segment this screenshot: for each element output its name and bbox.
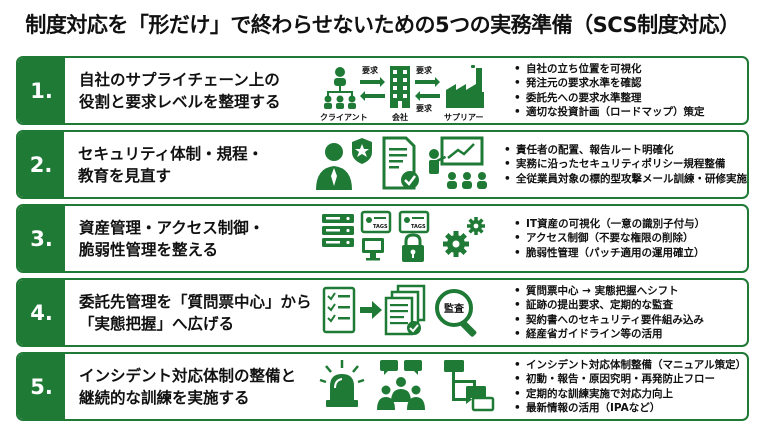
step-illustration: クライアント 要求 会社 要求 — [318, 58, 508, 123]
step-illustration: TAGS TAGS — [318, 206, 508, 271]
step-illustration: 監査 — [318, 280, 508, 345]
team-discussion-icon — [377, 360, 425, 410]
checklist-icon — [322, 286, 356, 334]
asset-tag-icon: TAGS — [398, 210, 430, 234]
gear-icon — [443, 217, 485, 257]
company-building-icon — [390, 66, 410, 108]
step-number: 1. — [18, 58, 65, 123]
arrow-icon — [415, 77, 440, 101]
step-number: 3. — [18, 206, 65, 271]
asset-tag-icon: TAGS — [360, 210, 392, 234]
documents-icon — [384, 284, 426, 336]
step-bullets: IT資産の可視化（一意の識別子付与） アクセス制御（不要な権限の削除） 脆弱性管… — [508, 206, 747, 271]
bullet-item: 最新情報の活用（IPAなど） — [514, 401, 747, 416]
bullet-item: インシデント対応体制整備（マニュアル策定） — [514, 358, 747, 373]
bullet-item: 契約書へのセキュリティ要件組み込み — [514, 313, 747, 328]
monitor-icon — [362, 238, 384, 261]
audit-label: 監査 — [444, 302, 465, 315]
step-number: 4. — [18, 280, 65, 345]
step-card-2: 2. セキュリティ体制・規程・ 教育を見直す — [16, 130, 749, 199]
step-heading-line-1: インシデント対応体制の整備と — [79, 366, 297, 385]
step-heading: 委託先管理を「質問票中心」から 「実態把握」へ広げる — [65, 280, 318, 345]
policy-document-icon — [382, 136, 419, 190]
company-label: 会社 — [392, 112, 408, 122]
step-bullets: 責任者の配置、報告ルート明確化 実務に沿ったセキュリティポリシー規程整備 全従業… — [498, 132, 747, 197]
bullet-item: 委託先への要求水準整理 — [514, 91, 747, 106]
supplier-label: サプリアー — [444, 112, 484, 122]
arrow-icon — [360, 301, 382, 319]
step-bullets: インシデント対応体制整備（マニュアル策定） 初動・報告・原因究明・再発防止フロー… — [508, 354, 747, 419]
step-heading-line-1: 委託先管理を「質問票中心」から — [79, 292, 312, 311]
alarm-light-icon — [319, 360, 365, 407]
step-card-5: 5. インシデント対応体制の整備と 継続的な訓練を実施する — [16, 352, 749, 421]
bullet-item: アクセス制御（不要な権限の削除） — [514, 231, 747, 246]
step-bullets: 自社の立ち位置を可視化 発注元の要求水準を確認 委託先への要求水準整理 適切な投… — [508, 58, 747, 123]
step-heading-line-2: 継続的な訓練を実施する — [79, 388, 250, 407]
step-bullets: 質問票中心 → 実態把握へシフト 証跡の提出要求、定期的な監査 契約書へのセキュ… — [508, 280, 747, 345]
step-heading-line-1: 資産管理・アクセス制御・ — [79, 218, 265, 237]
request-label-left: 要求 — [362, 65, 379, 75]
step-card-1: 1. 自社のサプライチェーン上の 役割と要求レベルを整理する クライアント — [16, 56, 749, 125]
client-group-icon — [324, 67, 356, 109]
bullet-item: 脆弱性管理（パッチ適用の運用確立） — [514, 246, 747, 261]
training-presentation-icon — [429, 136, 487, 189]
flowchart-icon — [444, 360, 495, 412]
bullet-item: 証跡の提出要求、定期的な監査 — [514, 298, 747, 313]
step-heading-line-1: セキュリティ体制・規程・ — [78, 144, 264, 163]
arrow-icon — [360, 77, 385, 101]
bullet-item: 適切な投資計画（ロードマップ）策定 — [514, 105, 747, 120]
step-heading-line-2: 脆弱性管理を整える — [79, 240, 219, 259]
bullet-item: 定期的な訓練実施で対応力向上 — [514, 387, 747, 402]
step-illustration — [318, 354, 508, 419]
step-heading-line-2: 「実態把握」へ広げる — [79, 314, 235, 333]
bullet-item: 質問票中心 → 実態把握へシフト — [514, 284, 747, 299]
tag-label: TAGS — [373, 224, 388, 230]
step-heading: 自社のサプライチェーン上の 役割と要求レベルを整理する — [65, 58, 318, 123]
step-number: 5. — [18, 354, 65, 419]
server-icon — [322, 214, 354, 247]
step-card-3: 3. 資産管理・アクセス制御・ 脆弱性管理を整える TAGS — [16, 204, 749, 273]
step-heading: セキュリティ体制・規程・ 教育を見直す — [64, 132, 312, 197]
bullet-item: 自社の立ち位置を可視化 — [514, 62, 747, 77]
step-illustration — [312, 132, 498, 197]
bullet-item: 初動・報告・原因究明・再発防止フロー — [514, 372, 747, 387]
bullet-item: 発注元の要求水準を確認 — [514, 76, 747, 91]
request-label-right-bottom: 要求 — [416, 103, 433, 113]
step-heading-line-2: 教育を見直す — [78, 166, 172, 185]
bullet-item: 実務に沿ったセキュリティポリシー規程整備 — [504, 157, 747, 172]
audit-magnifier-icon: 監査 — [435, 289, 477, 337]
step-number: 2. — [18, 132, 65, 197]
bullet-item: 経産省ガイドライン等の活用 — [514, 327, 747, 342]
step-heading-line-1: 自社のサプライチェーン上の — [79, 70, 280, 89]
bullet-item: 責任者の配置、報告ルート明確化 — [504, 143, 747, 158]
bullet-item: 全従業員対象の標的型攻撃メール訓練・研修実施 — [504, 172, 747, 187]
lock-icon — [402, 233, 424, 262]
request-label-right-top: 要求 — [416, 65, 433, 75]
page-title: 制度対応を「形だけ」で終わらせないための5つの実務準備（SCS制度対応） — [25, 13, 740, 37]
step-heading: 資産管理・アクセス制御・ 脆弱性管理を整える — [65, 206, 318, 271]
step-heading: インシデント対応体制の整備と 継続的な訓練を実施する — [65, 354, 318, 419]
bullet-item: IT資産の可視化（一意の識別子付与） — [514, 217, 747, 232]
supplier-factory-icon — [446, 65, 484, 108]
step-card-4: 4. 委託先管理を「質問票中心」から 「実態把握」へ広げる — [16, 278, 749, 347]
security-officer-icon — [316, 138, 372, 190]
client-label: クライアント — [320, 112, 368, 122]
step-heading-line-2: 役割と要求レベルを整理する — [79, 92, 281, 111]
tag-label: TAGS — [411, 224, 426, 230]
